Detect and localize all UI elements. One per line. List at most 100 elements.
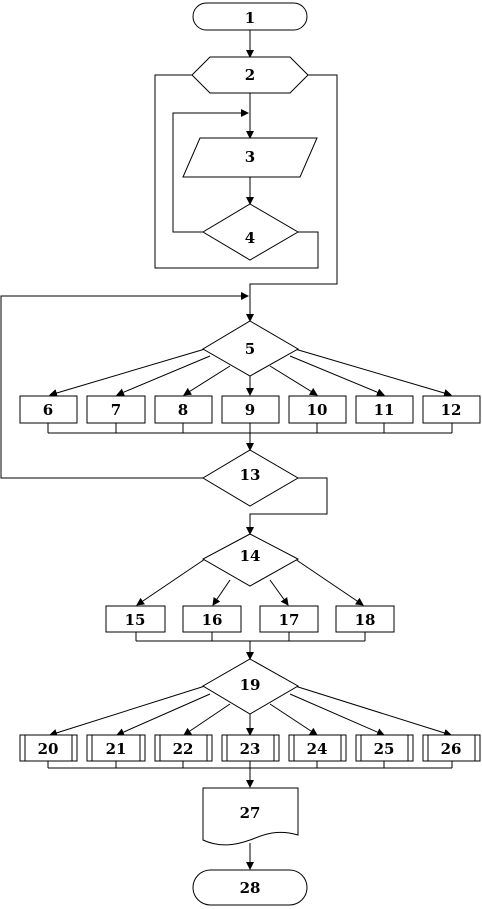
- edge-19-25: [289, 693, 385, 736]
- node-label: 6: [43, 401, 53, 419]
- node-8: 8: [154, 395, 213, 424]
- connectors: [0, 30, 453, 870]
- edge-13-14: [246, 477, 328, 535]
- process-shape: [355, 395, 414, 424]
- edge-14-16: [212, 579, 231, 606]
- node-10: 10: [288, 395, 347, 424]
- terminator-shape: [192, 869, 308, 906]
- predefined-process-shape: [154, 734, 213, 762]
- node-label: 11: [374, 401, 395, 419]
- node-25: 25: [355, 734, 414, 762]
- edge-14-17: [269, 579, 289, 606]
- node-12: 12: [422, 395, 481, 424]
- node-label: 9: [245, 401, 255, 419]
- node-2: 2: [191, 56, 309, 94]
- node-4: 4: [202, 203, 299, 261]
- node-22: 22: [154, 734, 213, 762]
- node-label: 8: [178, 401, 188, 419]
- predefined-process-shape: [221, 734, 280, 762]
- node-label: 23: [240, 740, 261, 758]
- edge-4-loop-back: [172, 109, 249, 233]
- node-label: 16: [202, 611, 223, 629]
- process-shape: [154, 395, 213, 424]
- node-label: 2: [245, 66, 255, 84]
- edge-19-21: [116, 693, 211, 736]
- node-28: 28: [192, 869, 308, 906]
- node-14: 14: [201, 533, 300, 587]
- process-shape: [288, 395, 347, 424]
- edge-19-24: [269, 703, 318, 736]
- decision-shape: [201, 533, 300, 587]
- edge-14-18: [294, 558, 364, 606]
- node-11: 11: [355, 395, 414, 424]
- node-label: 21: [106, 740, 127, 758]
- terminator-shape: [192, 2, 308, 31]
- predefined-process-shape: [19, 734, 78, 762]
- node-label: 24: [307, 740, 328, 758]
- edge-5-10: [269, 365, 318, 396]
- node-label: 28: [240, 879, 261, 897]
- document-shape: [202, 787, 299, 846]
- process-shape: [422, 395, 481, 424]
- process-shape: [335, 605, 395, 633]
- node-19: 19: [202, 658, 300, 715]
- decision-shape: [202, 658, 300, 715]
- predefined-process-shape: [288, 734, 347, 762]
- node-21: 21: [86, 734, 146, 762]
- node-26: 26: [422, 734, 481, 762]
- node-7: 7: [86, 395, 146, 424]
- node-27: 27: [202, 787, 299, 846]
- node-label: 18: [355, 611, 376, 629]
- predefined-process-shape: [86, 734, 146, 762]
- node-label: 4: [245, 229, 255, 247]
- edge-19-22: [183, 703, 231, 736]
- edge-4-exit-to-2: [154, 74, 319, 269]
- node-5: 5: [202, 320, 300, 377]
- decision-shape: [202, 449, 299, 507]
- node-label: 3: [245, 148, 255, 166]
- node-24: 24: [288, 734, 347, 762]
- node-label: 12: [441, 401, 462, 419]
- process-shape: [182, 605, 242, 633]
- edge-5-11: [289, 355, 385, 397]
- node-16: 16: [182, 605, 242, 633]
- node-18: 18: [335, 605, 395, 633]
- process-shape: [19, 395, 78, 424]
- node-label: 5: [245, 340, 255, 358]
- node-20: 20: [19, 734, 78, 762]
- edge-19-20: [49, 685, 206, 737]
- node-label: 19: [240, 676, 261, 694]
- node-label: 7: [111, 401, 121, 419]
- edge-13-loop-back: [0, 292, 249, 479]
- edge-2-exit-to-5: [246, 74, 338, 322]
- node-label: 27: [240, 804, 261, 822]
- node-label: 26: [441, 740, 462, 758]
- edge-19-26: [294, 685, 452, 737]
- node-label: 25: [374, 740, 395, 758]
- node-label: 13: [240, 466, 261, 484]
- node-label: 20: [38, 740, 59, 758]
- data-shape: [182, 137, 318, 178]
- node-label: 17: [279, 611, 300, 629]
- predefined-process-shape: [422, 734, 481, 762]
- edge-5-7: [116, 355, 211, 396]
- node-label: 10: [307, 401, 328, 419]
- node-17: 17: [259, 605, 319, 633]
- process-shape: [86, 395, 146, 424]
- process-shape: [105, 605, 166, 633]
- edge-5-12: [294, 348, 452, 397]
- node-label: 1: [245, 9, 255, 27]
- node-6: 6: [19, 395, 78, 424]
- node-label: 22: [173, 740, 194, 758]
- predefined-process-shape: [355, 734, 414, 762]
- node-3: 3: [182, 137, 318, 178]
- decision-shape: [202, 203, 299, 261]
- node-label: 15: [125, 611, 146, 629]
- node-23: 23: [221, 734, 280, 762]
- edge-5-8: [183, 365, 231, 396]
- process-shape: [259, 605, 319, 633]
- edge-5-6: [49, 348, 206, 397]
- edge-14-15: [136, 558, 206, 606]
- node-9: 9: [221, 395, 280, 424]
